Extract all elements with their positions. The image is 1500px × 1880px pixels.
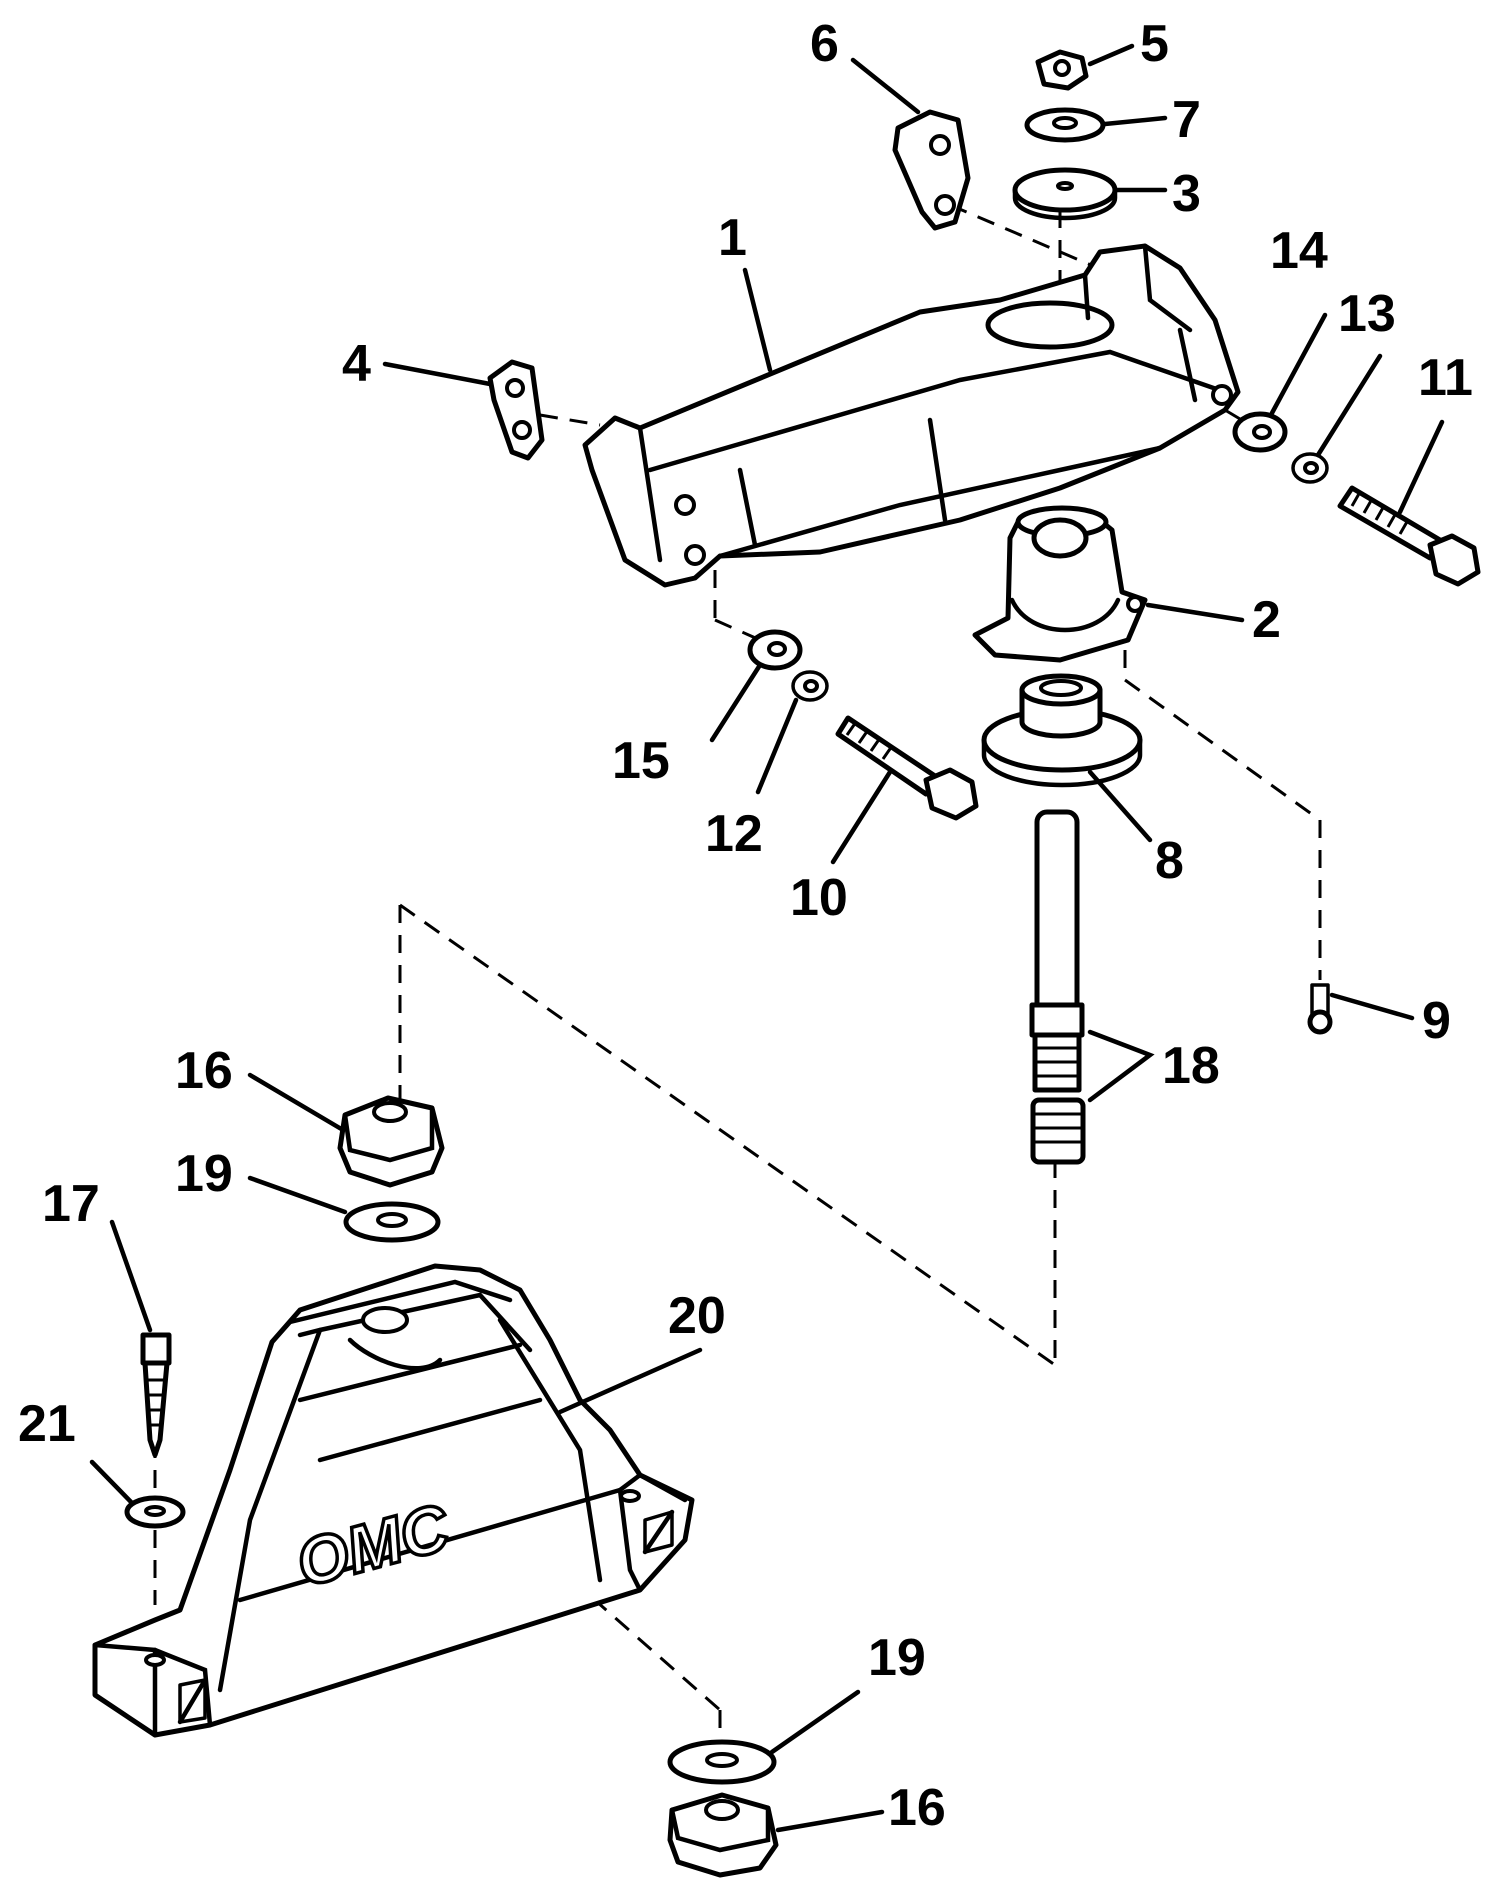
part-2-mount-cone — [972, 505, 1148, 663]
part-19-washer-upper — [343, 1201, 441, 1243]
callout-10: 10 — [790, 869, 848, 927]
part-11-bolt — [1337, 485, 1481, 587]
callout-19-lower: 19 — [868, 1629, 926, 1687]
callout-17: 17 — [42, 1175, 100, 1233]
callout-3: 3 — [1172, 165, 1201, 223]
callout-19-upper: 19 — [175, 1145, 233, 1203]
callout-20: 20 — [668, 1287, 726, 1345]
callout-4: 4 — [342, 335, 371, 393]
callout-1: 1 — [718, 209, 747, 267]
callout-13: 13 — [1338, 285, 1396, 343]
part-3-washer — [1012, 167, 1118, 221]
callout-5: 5 — [1140, 15, 1169, 73]
part-4-plate — [487, 359, 545, 461]
part-7-washer — [1024, 107, 1106, 143]
callout-16-upper: 16 — [175, 1042, 233, 1100]
leader-lines — [89, 43, 1445, 1833]
part-19-washer-lower — [667, 1739, 777, 1785]
callout-14: 14 — [1270, 222, 1328, 280]
callout-21: 21 — [18, 1395, 76, 1453]
part-20-lower-mount: OMC — [92, 1263, 695, 1738]
callout-7: 7 — [1172, 91, 1201, 149]
part-15-washer — [747, 629, 803, 671]
part-14-washer — [1232, 411, 1288, 453]
part-16-nut-upper — [337, 1095, 445, 1188]
part-9-screw — [1307, 983, 1333, 1035]
callout-2: 2 — [1252, 591, 1281, 649]
callout-16-lower: 16 — [888, 1779, 946, 1837]
part-21-washer — [124, 1495, 186, 1529]
part-6-plate — [892, 109, 971, 231]
part-8-snubber — [981, 673, 1143, 788]
callout-12: 12 — [705, 805, 763, 863]
callout-11: 11 — [1418, 349, 1473, 407]
callout-6: 6 — [810, 15, 839, 73]
callout-9: 9 — [1422, 992, 1451, 1050]
part-17-lag-screw — [140, 1332, 172, 1458]
part-12-lockwasher — [791, 670, 829, 702]
part-10-bolt — [835, 715, 979, 821]
part-18-stud — [1029, 809, 1155, 1165]
part-16-nut-lower — [667, 1792, 779, 1878]
callout-18: 18 — [1162, 1037, 1220, 1095]
upper-mount-bracket — [582, 243, 1241, 588]
part-13-lockwasher — [1291, 452, 1329, 484]
callout-15: 15 — [612, 732, 670, 790]
callout-8: 8 — [1155, 832, 1184, 890]
part-5-nut — [1035, 49, 1089, 91]
